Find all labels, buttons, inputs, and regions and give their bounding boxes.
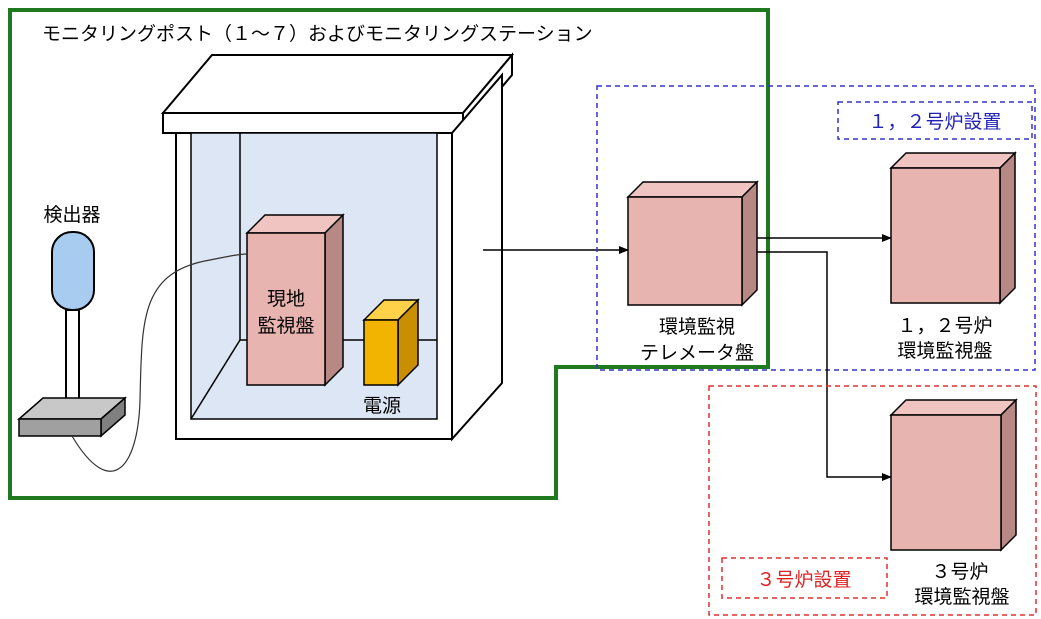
local-monitoring-panel: 現地 監視盤: [245, 213, 345, 387]
units12-monitoring-panel: [889, 151, 1017, 305]
local-panel-label-line1: 現地: [267, 288, 305, 310]
units12-label: １，２号炉設置: [868, 111, 1001, 133]
units12-panel-label-line1: １，２号炉: [897, 315, 992, 337]
telemeter-label-line1: 環境監視: [659, 316, 735, 338]
monitoring-post-boundary: [8, 8, 770, 500]
unit3-boundary: [708, 385, 1037, 616]
monitoring-post-title: モニタリングポスト（１～７）およびモニタリングステーション: [42, 23, 593, 45]
unit3-panel-label-line2: 環境監視盤: [914, 586, 1009, 608]
unit3-panel-label-line1: ３号炉: [931, 561, 988, 583]
telemeter-panel: [626, 180, 759, 307]
detector: [17, 231, 127, 438]
units12-label-box: [837, 101, 1033, 140]
units12-panel-label-line2: 環境監視盤: [897, 340, 992, 362]
telemeter-label-line2: テレメータ盤: [640, 342, 754, 364]
units12-boundary: [596, 85, 1036, 371]
unit3-label: ３号炉設置: [756, 569, 851, 591]
detector-label: 検出器: [43, 204, 100, 226]
detector-cable: [71, 253, 248, 472]
power-supply-label: 電源: [363, 395, 401, 417]
local-panel-label-line2: 監視盤: [257, 315, 314, 337]
unit3-label-box: [721, 557, 888, 599]
power-supply: [362, 298, 420, 387]
arrow-telemeter-to-unit3: [757, 251, 892, 481]
unit3-monitoring-panel: [889, 398, 1018, 552]
